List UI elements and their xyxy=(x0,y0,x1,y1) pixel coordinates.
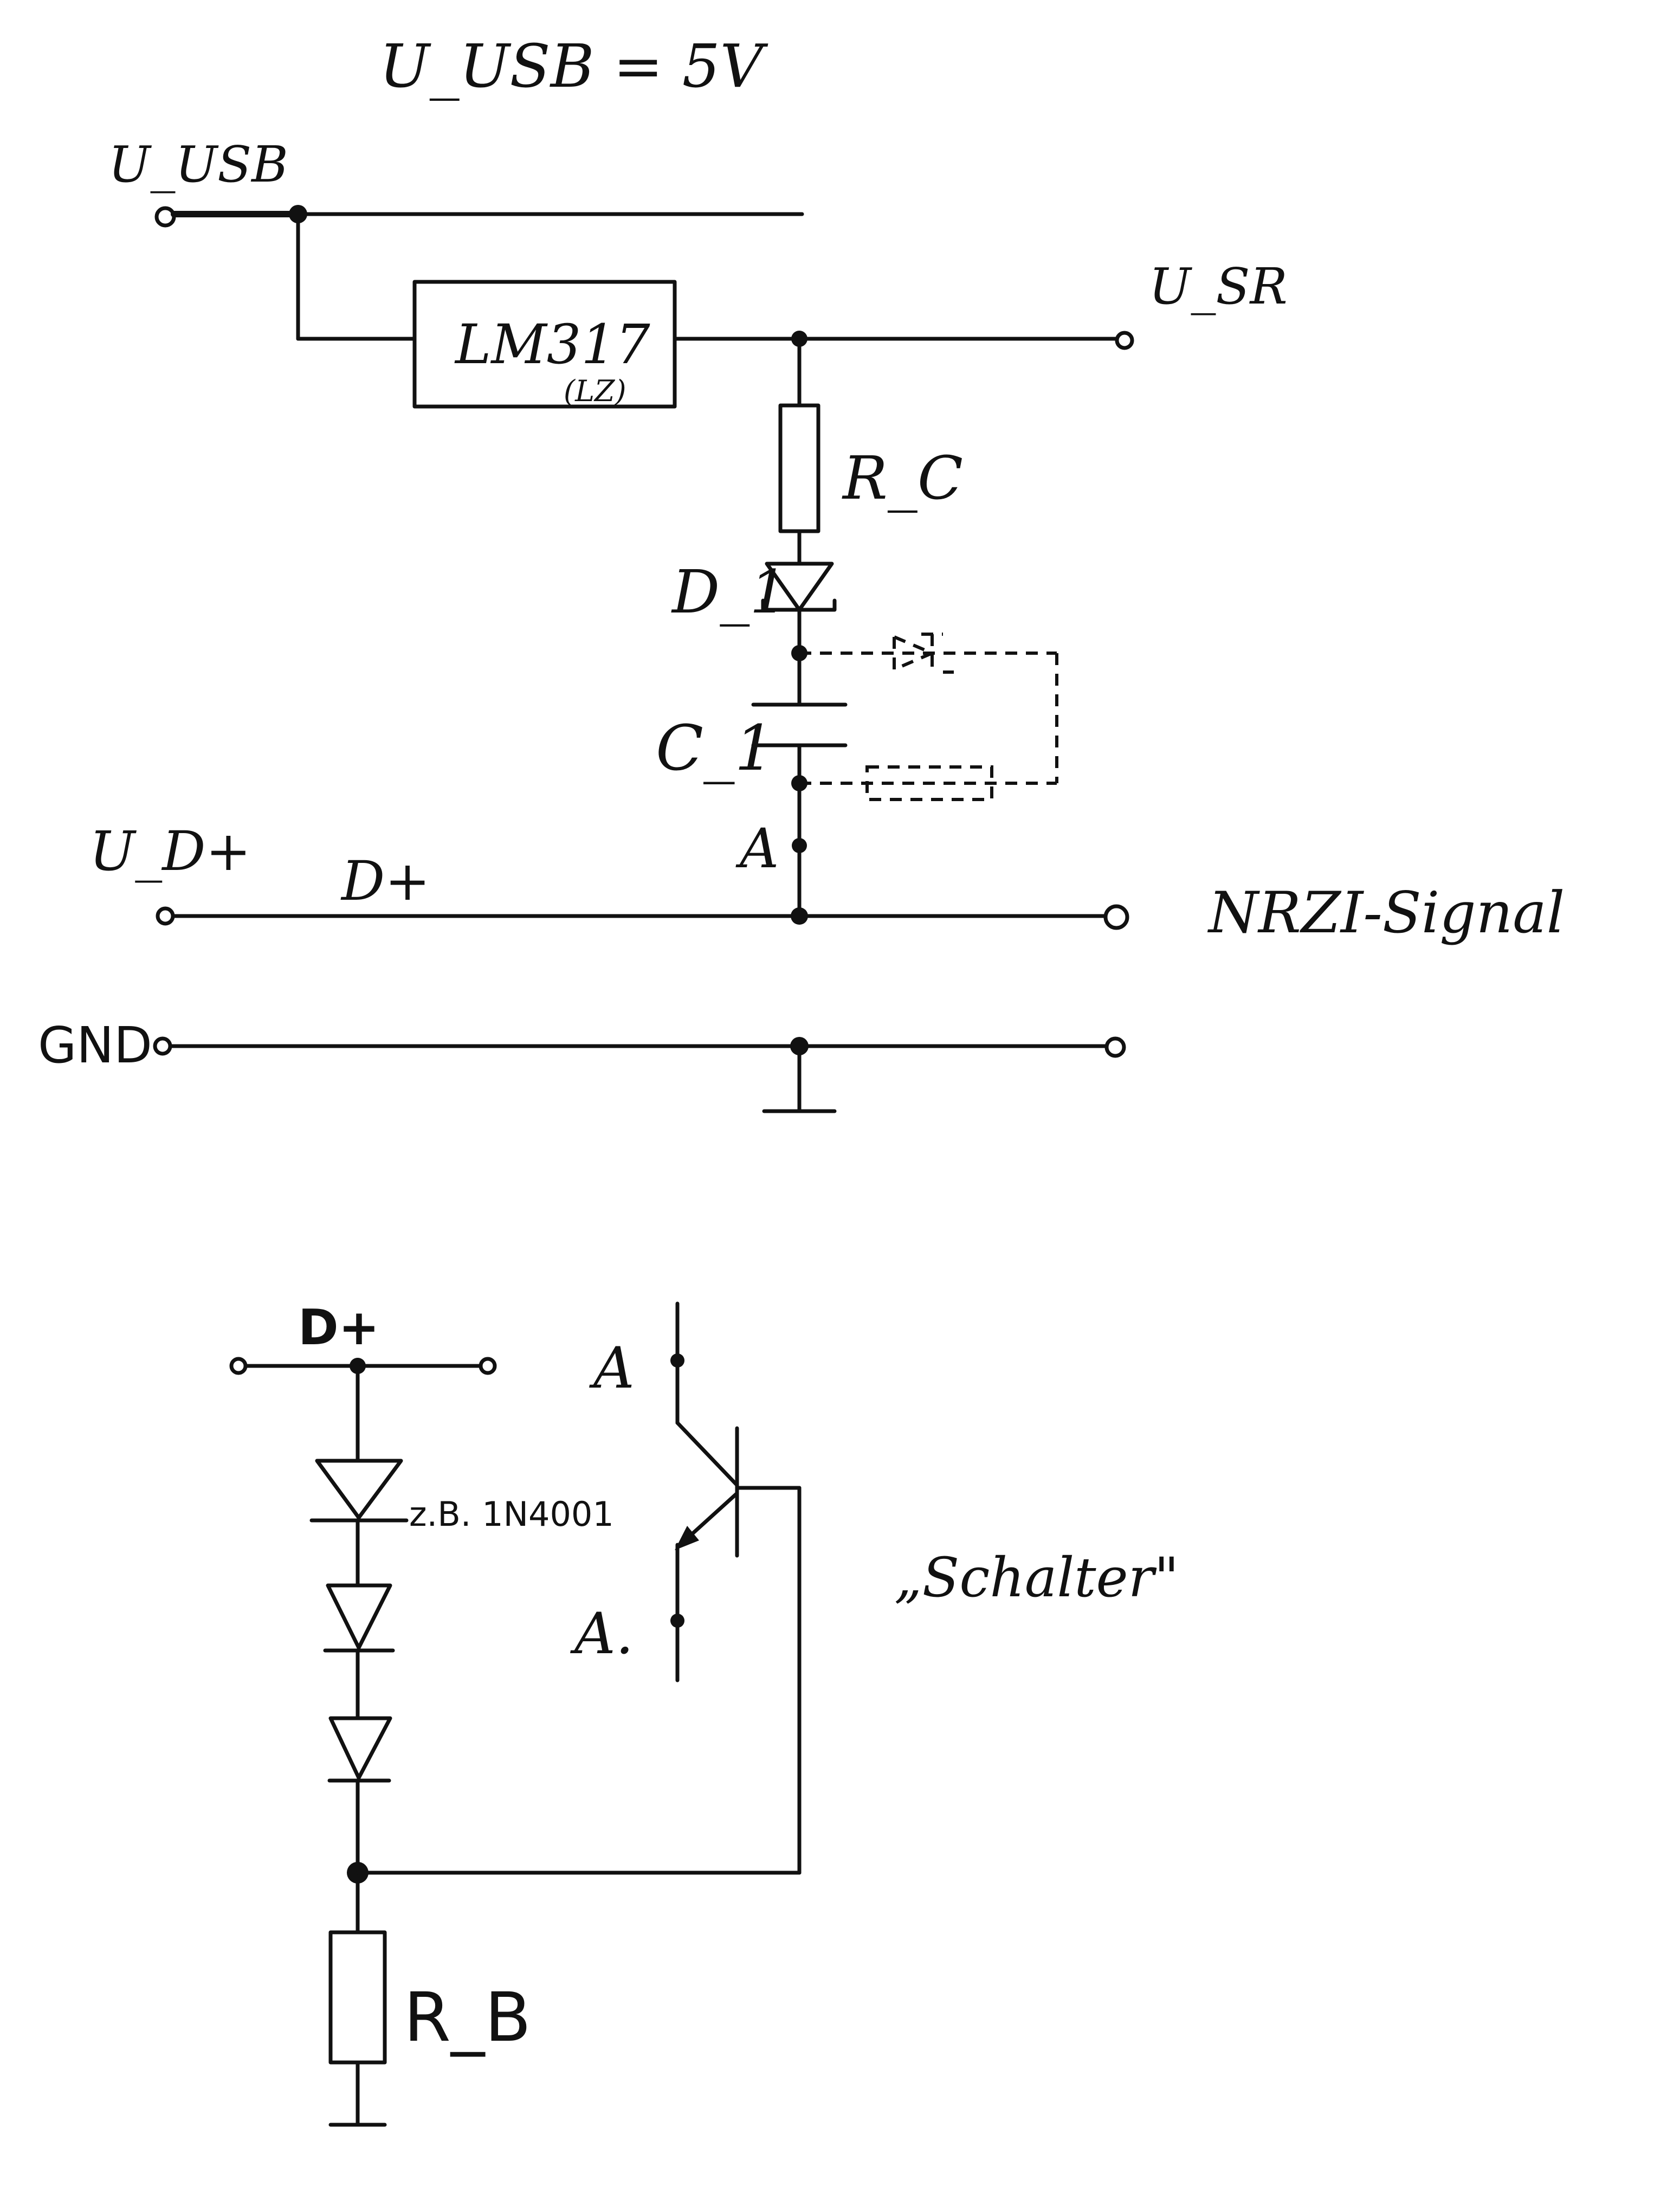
diode-type-label: z.B. 1N4001 xyxy=(409,1494,614,1534)
regulator-box xyxy=(412,280,677,409)
chain-diode-1 xyxy=(315,1459,403,1520)
resistor-rc: R_C xyxy=(778,337,963,566)
emitter-node xyxy=(670,1614,684,1628)
chain-diode-3 xyxy=(328,1716,392,1780)
diode-d1: D_1 xyxy=(671,557,837,707)
u-sr-terminal xyxy=(1115,331,1134,350)
nrzi-terminal xyxy=(1103,904,1129,930)
gnd-right-terminal xyxy=(1104,1036,1126,1058)
dplus-bottom-right-terminal xyxy=(479,1357,497,1375)
title-text: U_USB = 5V xyxy=(379,31,768,101)
rb-label: R_B xyxy=(404,1978,531,2057)
c1-label: C_1 xyxy=(656,712,774,785)
title-group: U_USB = 5V xyxy=(379,31,768,101)
emitter-arrow xyxy=(675,1526,699,1550)
u-sr-label: U_SR xyxy=(1149,257,1288,315)
transistor-a-top-label: A xyxy=(589,1335,635,1401)
d1-triangle xyxy=(765,562,834,612)
node-a-dot xyxy=(792,838,807,853)
u-usb-terminal xyxy=(154,206,176,228)
regulator-label: LM317 xyxy=(454,313,650,376)
optional-dashed-branch xyxy=(799,633,1058,801)
capacitor-c1: C_1 A xyxy=(656,702,848,918)
resistor-rb: R_B xyxy=(328,1930,531,2127)
dashed-resistor xyxy=(865,765,993,801)
chain-diode-2 xyxy=(326,1583,392,1650)
gnd-label: GND xyxy=(38,1016,152,1074)
rc-label: R_C xyxy=(842,443,963,513)
usb-rail: U_USB xyxy=(108,136,804,341)
gnd-line: GND xyxy=(38,1016,1126,1113)
rb-body xyxy=(328,1930,387,2065)
schalter-label: „Schalter" xyxy=(894,1546,1179,1609)
dplus-bottom-label: D+ xyxy=(298,1299,379,1356)
node-a-label: A xyxy=(735,817,779,880)
gnd-left-terminal xyxy=(153,1036,172,1056)
dplus-line-label: D+ xyxy=(340,849,430,913)
dplus-bottom-left-terminal xyxy=(229,1357,248,1375)
regulator-sub-label: (LZ) xyxy=(564,374,626,408)
dplus-node xyxy=(791,907,808,925)
switch-annotation: „Schalter" xyxy=(894,1546,1179,1609)
transistor-switch: A A. xyxy=(570,1301,802,1682)
regulator-lm317: LM317 (LZ) U_SR xyxy=(412,257,1288,409)
collector-diagonal xyxy=(675,1421,739,1487)
nrzi-label: NRZI-Signal xyxy=(1207,880,1565,946)
diode-chain: D+ z.B. 1N4001 xyxy=(229,1299,802,1934)
collector-node xyxy=(670,1353,684,1368)
u-dplus-label: U_D+ xyxy=(89,820,251,883)
rc-body xyxy=(778,403,820,533)
transistor-a-bottom-label: A. xyxy=(570,1601,634,1667)
u-usb-label: U_USB xyxy=(108,136,288,194)
dplus-line: U_D+ D+ NRZI-Signal xyxy=(89,820,1565,946)
d1-label: D_1 xyxy=(671,557,787,627)
dplus-left-terminal xyxy=(156,906,175,926)
